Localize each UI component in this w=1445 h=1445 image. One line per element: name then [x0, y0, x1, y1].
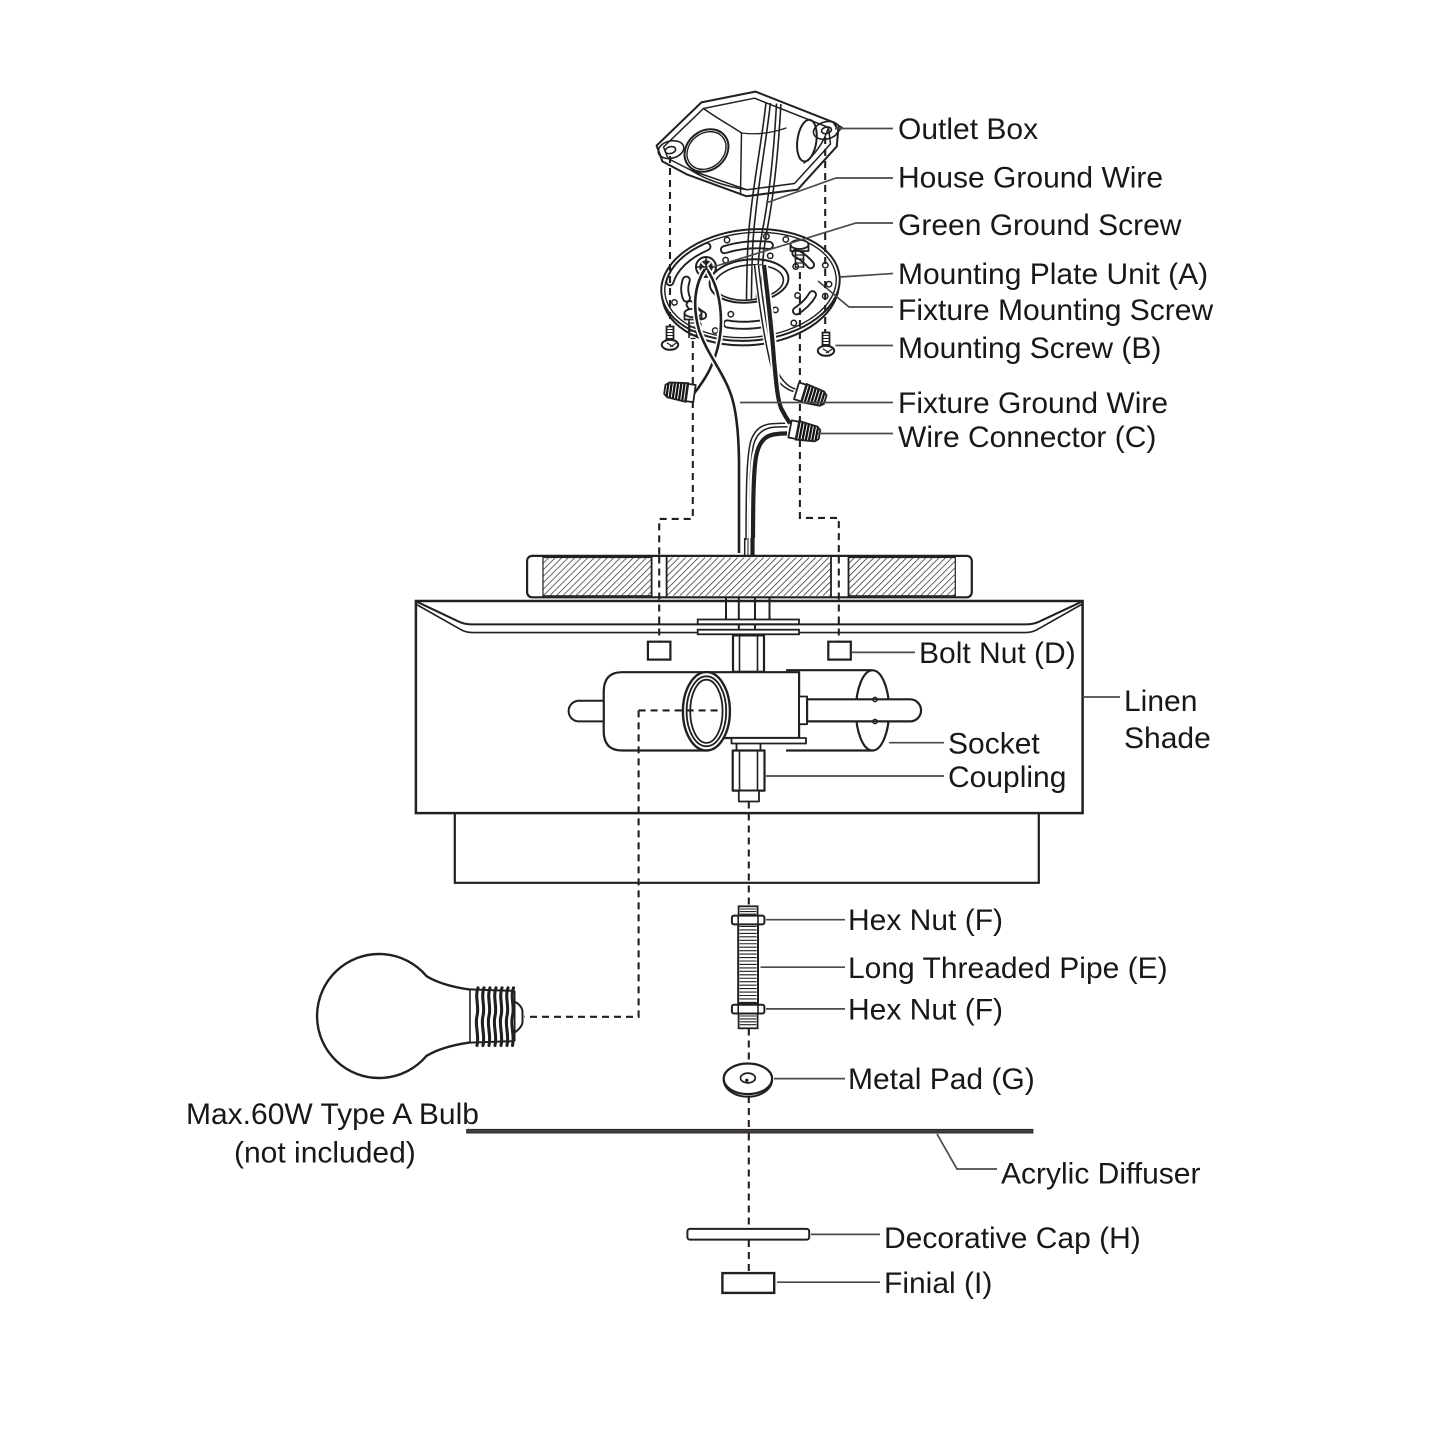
svg-text:Long Threaded Pipe (E): Long Threaded Pipe (E) [848, 952, 1168, 985]
svg-text:Finial (I): Finial (I) [884, 1267, 992, 1300]
svg-text:Hex Nut (F): Hex Nut (F) [848, 904, 1003, 937]
svg-text:Acrylic Diffuser: Acrylic Diffuser [1001, 1158, 1200, 1191]
svg-text:Decorative Cap (H): Decorative Cap (H) [884, 1222, 1141, 1255]
svg-text:Fixture Ground Wire: Fixture Ground Wire [898, 387, 1168, 420]
svg-text:Wire Connector (C): Wire Connector (C) [898, 421, 1156, 454]
svg-text:Mounting Plate Unit (A): Mounting Plate Unit (A) [898, 258, 1208, 291]
svg-text:Linen: Linen [1124, 685, 1197, 718]
svg-text:Green Ground Screw: Green Ground Screw [898, 209, 1182, 242]
svg-text:Hex Nut (F): Hex Nut (F) [848, 994, 1003, 1027]
svg-text:Outlet Box: Outlet Box [898, 113, 1038, 146]
svg-text:Socket: Socket [948, 728, 1040, 761]
svg-text:(not included): (not included) [234, 1137, 416, 1170]
svg-text:Fixture Mounting Screw: Fixture Mounting Screw [898, 294, 1213, 327]
svg-text:Mounting Screw (B): Mounting Screw (B) [898, 332, 1161, 365]
svg-text:Coupling: Coupling [948, 761, 1066, 794]
svg-text:House Ground Wire: House Ground Wire [898, 162, 1163, 195]
svg-text:Metal Pad (G): Metal Pad (G) [848, 1063, 1035, 1096]
svg-text:Shade: Shade [1124, 722, 1211, 755]
svg-text:Max.60W Type A Bulb: Max.60W Type A Bulb [186, 1098, 479, 1131]
svg-text:Bolt Nut (D): Bolt Nut (D) [919, 637, 1076, 670]
